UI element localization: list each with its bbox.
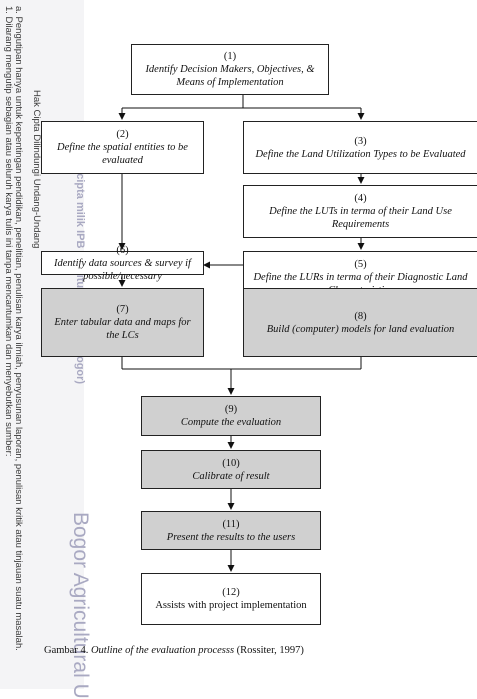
step-label: Define the Land Utilization Types to be … <box>255 148 466 160</box>
step-number: (5) <box>354 259 367 270</box>
step-12-box: (12) Assists with project implementation <box>141 573 321 625</box>
step-1-box: (1) Identify Decision Makers, Objectives… <box>131 44 329 95</box>
step-4-box: (4) Define the LUTs in terma of their La… <box>243 185 477 238</box>
caption-prefix: Gambar 4. <box>44 645 91 656</box>
step-label: Enter tabular data and maps for the LCs <box>54 317 191 341</box>
step-number: (9) <box>224 404 238 415</box>
step-number: (11) <box>222 518 240 530</box>
step-label: Assists with project implementation <box>155 600 307 611</box>
step-number: (4) <box>354 193 367 204</box>
step-11-box: (11) Present the results to the users <box>141 511 321 550</box>
step-number: (1) <box>223 51 237 62</box>
step-3-box: (3) Define the Land Utilization Types to… <box>243 121 477 174</box>
step-10-box: (10) Calibrate of result <box>141 450 321 489</box>
step-number: (8) <box>354 310 367 322</box>
step-label: Build (computer) models for land evaluat… <box>266 323 455 335</box>
step-8-box: (8) Build (computer) models for land eva… <box>243 288 477 357</box>
caption-title: Outline of the evaluation processs <box>90 645 235 656</box>
step-9-box: (9) Compute the evaluation <box>141 396 321 436</box>
step-number: (2) <box>116 129 129 140</box>
step-number: (12) <box>222 587 240 598</box>
step-number: (3) <box>354 135 367 147</box>
step-number: (10) <box>222 457 240 469</box>
step-label: Define the spatial entities to be evalua… <box>57 142 188 166</box>
step-label: Define the LUTs in terma of their Land U… <box>269 206 452 230</box>
step-label: Compute the evaluation <box>180 417 282 428</box>
step-label: Present the results to the users <box>166 531 296 543</box>
step-number: (7) <box>116 304 129 315</box>
step-2-box: (2) Define the spatial entities to be ev… <box>41 121 204 174</box>
step-number: (6) <box>116 244 129 256</box>
figure-caption: Gambar 4. Outline of the evaluation proc… <box>44 645 304 656</box>
step-7-box: (7) Enter tabular data and maps for the … <box>41 288 204 357</box>
step-6-box: (6) Identify data sources & survey if po… <box>41 245 204 282</box>
step-label: Calibrate of result <box>192 470 270 482</box>
step-label: Identify Decision Makers, Objectives, & … <box>145 64 315 88</box>
caption-source: (Rossiter, 1997) <box>234 645 304 656</box>
step-label: Identify data sources & survey if possib… <box>54 257 191 282</box>
